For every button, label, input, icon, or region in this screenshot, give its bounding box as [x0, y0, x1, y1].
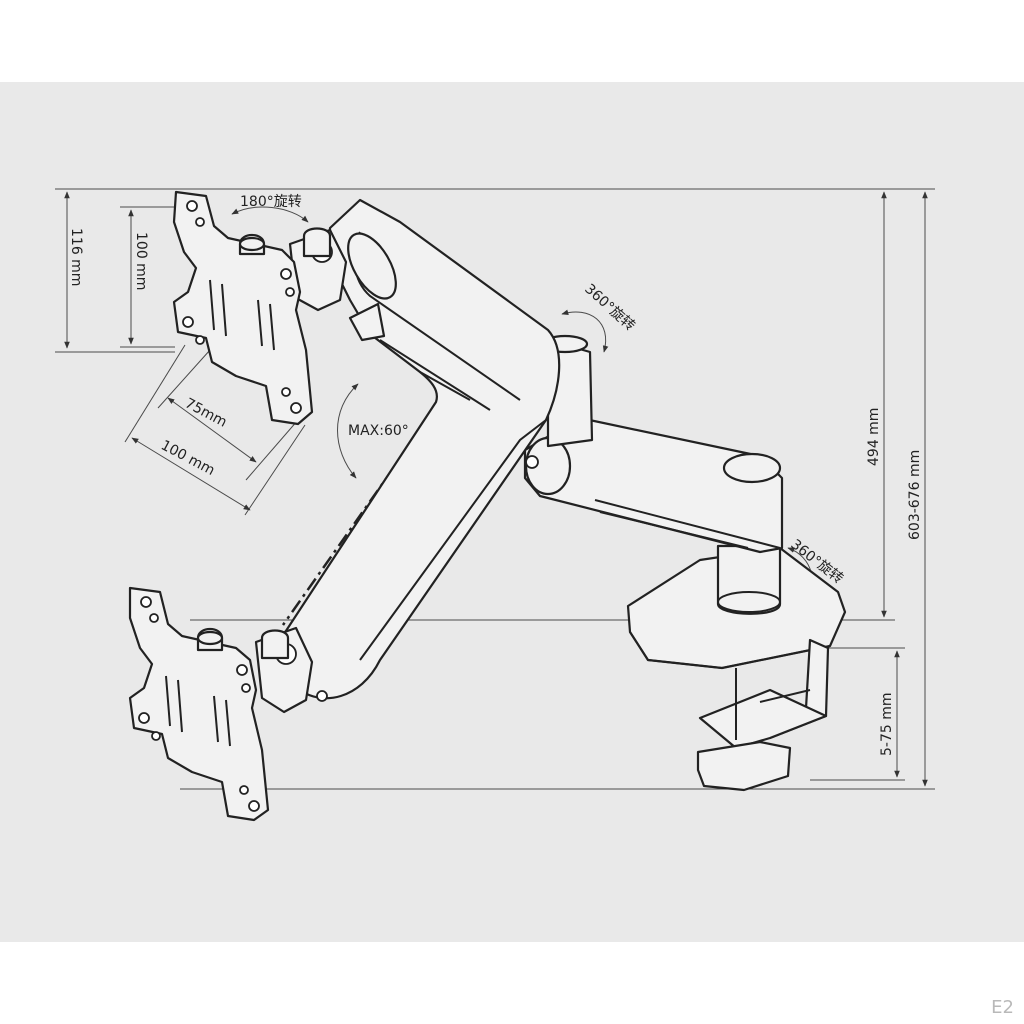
- bottom-tilt-joint: [254, 626, 328, 714]
- max-tilt-label: MAX:60°: [348, 423, 409, 439]
- rotation-180-label: 180°旋转: [240, 194, 302, 210]
- vesa-100-vertical-label: 100 mm: [133, 232, 149, 290]
- diagram-background: [0, 82, 1024, 942]
- rotation-360-arm-arrow: [561, 309, 609, 353]
- watermark-text: E2: [991, 997, 1014, 1018]
- vertical-post: [716, 544, 782, 615]
- clamp-range-label: 5-75 mm: [879, 693, 895, 757]
- upper-arm: [278, 198, 561, 700]
- dimension-lines: [55, 188, 935, 790]
- vesa-100-label: 100 mm: [158, 437, 217, 479]
- lower-arm: [523, 416, 784, 554]
- height-total-label: 603-676 mm: [907, 450, 923, 540]
- rotation-360-arm-label: 360°旋转: [581, 281, 638, 334]
- vesa-100-arrow: [131, 437, 251, 511]
- bottom-vesa-plate: [128, 586, 270, 822]
- rotation-180-arrow: [231, 206, 309, 223]
- plate-height-label: 116 mm: [68, 228, 84, 286]
- top-vesa-plate: [172, 190, 314, 426]
- height-494-label: 494 mm: [866, 408, 882, 466]
- top-tilt-joint: [288, 227, 348, 312]
- tilt-arrow: [337, 383, 359, 479]
